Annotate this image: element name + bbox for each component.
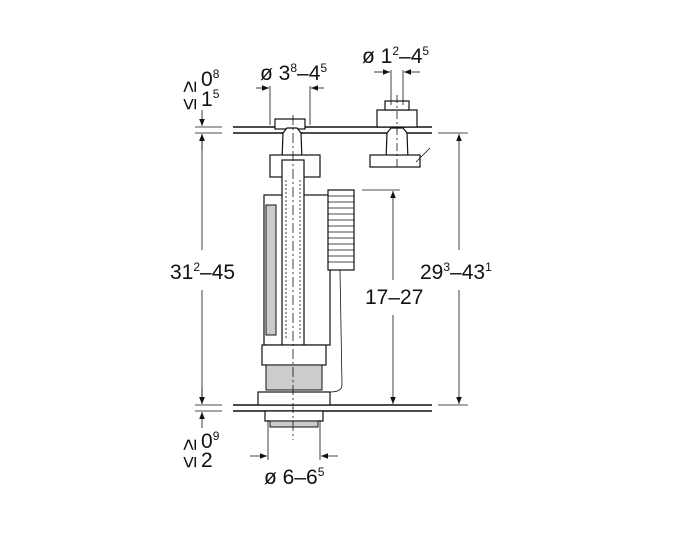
actuator-diameter-label: ø 12–45 [362,44,429,68]
right-height-label: 293–431 [420,260,492,284]
top-offset-min: 08 [201,67,220,91]
bottom-offset-min: 09 [201,429,220,453]
inner-height-label: 17–27 [365,286,423,309]
dim-lines [199,69,462,460]
flush-valve [257,115,355,440]
bottom-offset-max: 2 [201,449,213,472]
bottom-plate [195,404,468,412]
top-plate [195,126,468,134]
total-height-label: 312–45 [170,260,235,284]
actuator-pin [369,95,431,170]
bottom-offset-symbols: ≤ ≥ [178,439,201,468]
float-scale [285,180,301,340]
top-offset-max: 15 [201,87,220,111]
top-offset-symbols: ≤ ≥ [178,81,201,110]
outlet-diameter-label: ø 6–65 [264,465,325,489]
overflow-diameter-label: ø 38–45 [260,61,327,85]
bellows [327,189,355,393]
